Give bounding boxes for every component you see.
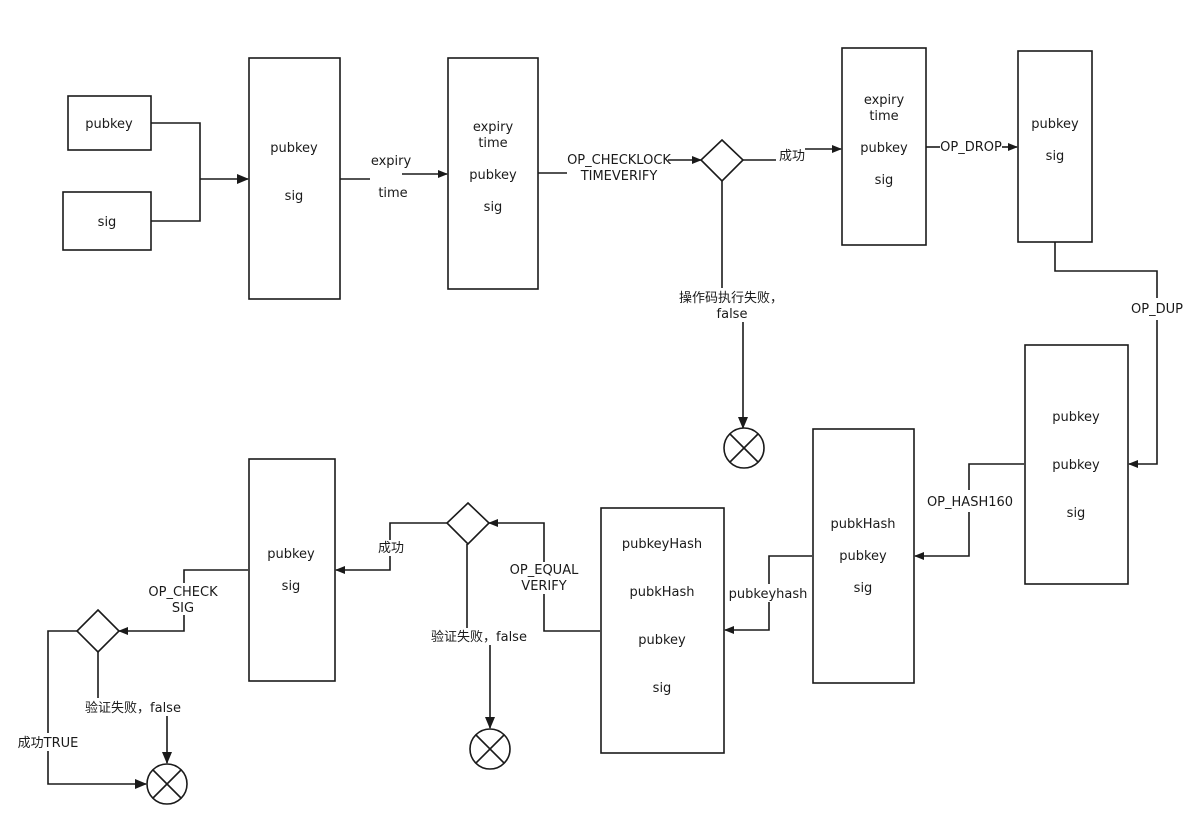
label-op-drop: OP_DROP: [940, 140, 1002, 155]
label-success-1: 成功: [779, 149, 805, 164]
edge-opequal-to-decision2: [488, 519, 545, 562]
stack-box-2: expiry time pubkey sig: [447, 57, 539, 290]
decision-diamond-3: [75, 608, 121, 654]
stack8-item: sig: [282, 579, 301, 594]
stack7-item: pubkeyHash: [622, 537, 702, 552]
stack-box-8: pubkey sig: [248, 458, 336, 682]
edge-stack5-to-ophash: [968, 463, 1024, 490]
stack1-item: sig: [285, 189, 304, 204]
stack7-item: sig: [653, 681, 672, 696]
stack6-item: pubkHash: [830, 517, 895, 532]
edge-ophash-to-stack6: [914, 512, 970, 560]
label-opcode-fail: 操作码执行失败，: [679, 290, 783, 306]
label-op-checklock: OP_CHECKLOCK: [567, 153, 671, 168]
edge-pubkeyhash-to-stack7: [724, 602, 770, 634]
stack2-item: expiry: [473, 120, 514, 135]
stack3-item: pubkey: [860, 141, 908, 156]
edge-success2-to-stack8: [335, 556, 391, 574]
label-op-equal: OP_EQUAL: [510, 563, 579, 578]
label-opcode-fail-false: false: [717, 307, 748, 322]
stack6-item: sig: [854, 581, 873, 596]
label-time: time: [378, 186, 407, 201]
edge-stack6-to-pubkeyhash: [768, 555, 812, 584]
label-verify-fail-1: 验证失败，false: [431, 629, 527, 645]
stack7-item: pubkHash: [629, 585, 694, 600]
input-sig-box: sig: [62, 191, 152, 251]
edge-stack4-to-opdup: [1054, 242, 1158, 298]
stack7-item: pubkey: [638, 633, 686, 648]
edge-opchecksig-to-decision3: [118, 615, 185, 635]
stack5-item: pubkey: [1052, 458, 1100, 473]
stack4-item: sig: [1046, 149, 1065, 164]
terminal-x-icon: [469, 728, 511, 770]
edge-decision3-success-left: [47, 630, 77, 733]
stack-box-4: pubkey sig: [1017, 50, 1093, 243]
stack4-item: pubkey: [1031, 117, 1079, 132]
label-success-2: 成功: [378, 541, 404, 556]
stack5-item: pubkey: [1052, 410, 1100, 425]
stack2-item: sig: [484, 200, 503, 215]
label-verify: VERIFY: [521, 579, 566, 594]
stack3-item: time: [869, 109, 898, 124]
decision-diamond-2: [445, 501, 491, 546]
stack-box-1: pubkey sig: [248, 57, 341, 300]
stack2-item: pubkey: [469, 168, 517, 183]
input-pubkey-label: pubkey: [85, 117, 133, 132]
label-verify-fail-2: 验证失败，false: [85, 700, 181, 716]
stack6-item: pubkey: [839, 549, 887, 564]
connectors: [47, 122, 1158, 789]
stack8-item: pubkey: [267, 547, 315, 562]
stack-box-6: pubkHash pubkey sig: [812, 428, 915, 684]
label-op-dup: OP_DUP: [1131, 302, 1183, 317]
stack3-item: sig: [875, 173, 894, 188]
stack2-item: time: [478, 136, 507, 151]
input-pubkey-box: pubkey: [67, 95, 152, 151]
label-timeverify: TIMEVERIFY: [580, 169, 658, 184]
stack5-item: sig: [1067, 506, 1086, 521]
edge-sig-to-merge: [151, 179, 201, 222]
edge-pubkey-to-merge: [151, 122, 201, 179]
edge-stack8-to-opchecksig: [183, 569, 248, 583]
label-op-check: OP_CHECK: [148, 585, 218, 600]
label-op-hash160: OP_HASH160: [927, 495, 1013, 510]
terminal-x-icon: [723, 427, 765, 469]
stack3-item: expiry: [864, 93, 905, 108]
label-success-true: 成功TRUE: [18, 736, 79, 751]
stack-box-3: expiry time pubkey sig: [841, 47, 927, 246]
edge-success-true-to-terminal: [47, 751, 147, 789]
label-pubkeyhash: pubkeyhash: [729, 587, 808, 602]
stack-box-5: pubkey pubkey sig: [1024, 344, 1129, 585]
stack1-item: pubkey: [270, 141, 318, 156]
decision-diamond-1: [699, 138, 745, 183]
input-sig-label: sig: [98, 215, 117, 230]
edge-decision2-to-success2: [389, 522, 447, 540]
edge-stack7-to-opequal: [543, 594, 600, 632]
label-sig: SIG: [172, 601, 194, 616]
label-expiry: expiry: [371, 154, 412, 169]
edge-opdup-to-stack5: [1128, 320, 1158, 468]
terminal-x-icon: [146, 763, 188, 805]
stack-box-7: pubkeyHash pubkHash pubkey sig: [600, 507, 725, 754]
